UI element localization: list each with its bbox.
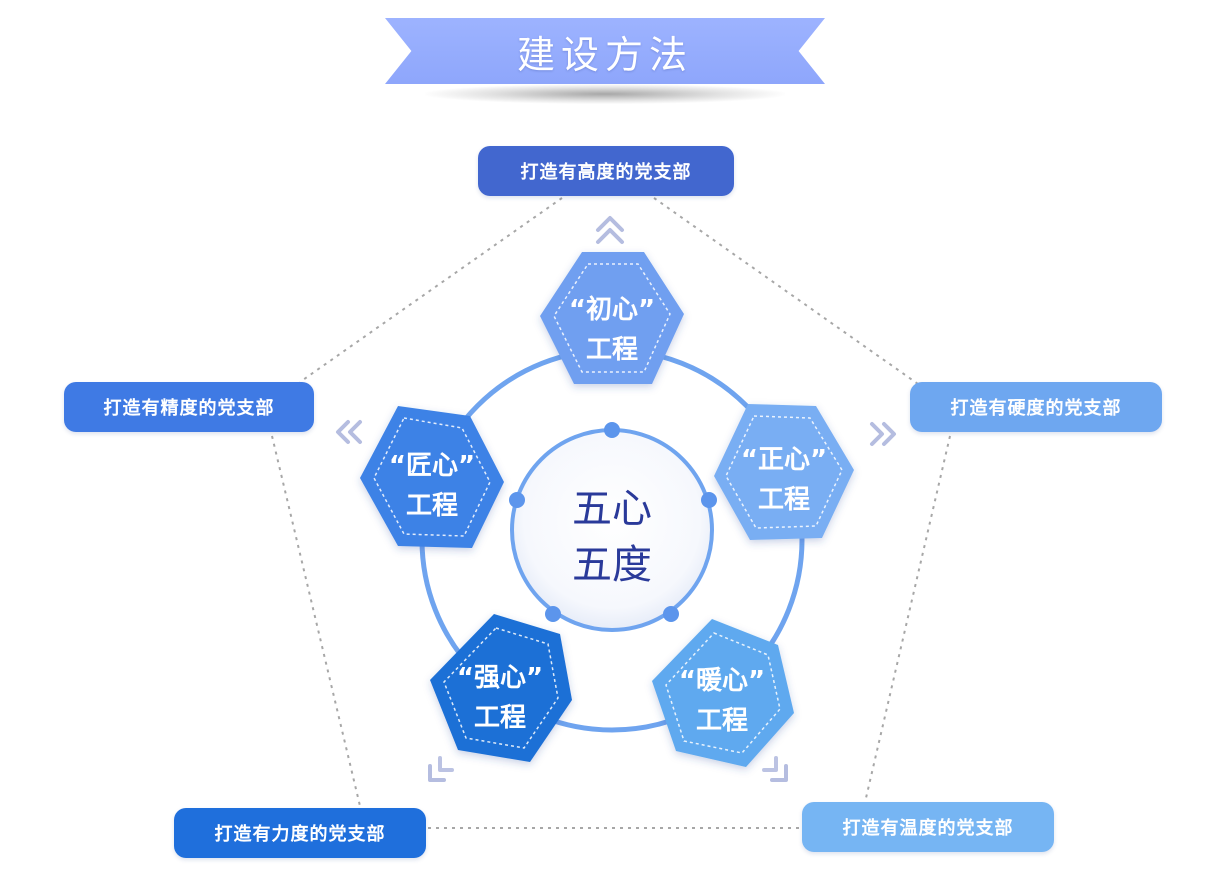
chevron-down-right-icon [762, 756, 788, 782]
pillar-top: 打造有高度的党支部 [478, 146, 734, 196]
engineering-node-nuanxin-line1: “暖心” [679, 666, 765, 696]
engineering-node-jiangxin-line1: “匠心” [389, 451, 475, 481]
dotted-pentagon [271, 197, 951, 829]
engineering-node-zhengxin: “正心” 工程 [714, 404, 854, 540]
title-banner: 建设方法 [385, 18, 825, 118]
pillar-left: 打造有精度的党支部 [64, 382, 314, 432]
chevron-up-icon [596, 216, 624, 244]
pillar-bottom-right: 打造有温度的党支部 [802, 802, 1054, 852]
pillar-right: 打造有硬度的党支部 [910, 382, 1162, 432]
chevron-down-left-icon [428, 756, 454, 782]
banner-ribbon: 建设方法 [385, 18, 825, 84]
pillar-bottom-left: 打造有力度的党支部 [174, 808, 426, 858]
center-circle: 五心 五度 [509, 422, 717, 632]
engineering-node-nuanxin-line2: 工程 [696, 706, 748, 736]
engineering-node-chuxin-line2: 工程 [586, 335, 638, 365]
engineering-node-zhengxin-line2: 工程 [758, 485, 810, 515]
engineering-node-jiangxin-line2: 工程 [406, 491, 458, 521]
engineering-node-chuxin-line1: “初心” [569, 295, 655, 325]
engineering-node-zhengxin-line1: “正心” [741, 445, 827, 475]
banner-title: 建设方法 [516, 32, 693, 77]
banner-shadow [425, 84, 785, 104]
engineering-node-chuxin: “初心” 工程 [540, 252, 684, 384]
engineering-node-nuanxin: “暖心” 工程 [652, 619, 794, 767]
engineering-node-qiangxin-line2: 工程 [474, 703, 526, 733]
engineering-node-qiangxin: “强心” 工程 [430, 614, 572, 762]
center-text-line1: 五心 [572, 486, 652, 532]
engineering-node-qiangxin-line1: “强心” [457, 663, 543, 693]
chevron-left-icon [336, 420, 362, 444]
center-text-line2: 五度 [572, 542, 652, 588]
engineering-node-jiangxin: “匠心” 工程 [360, 406, 504, 548]
chevron-right-icon [870, 422, 896, 446]
